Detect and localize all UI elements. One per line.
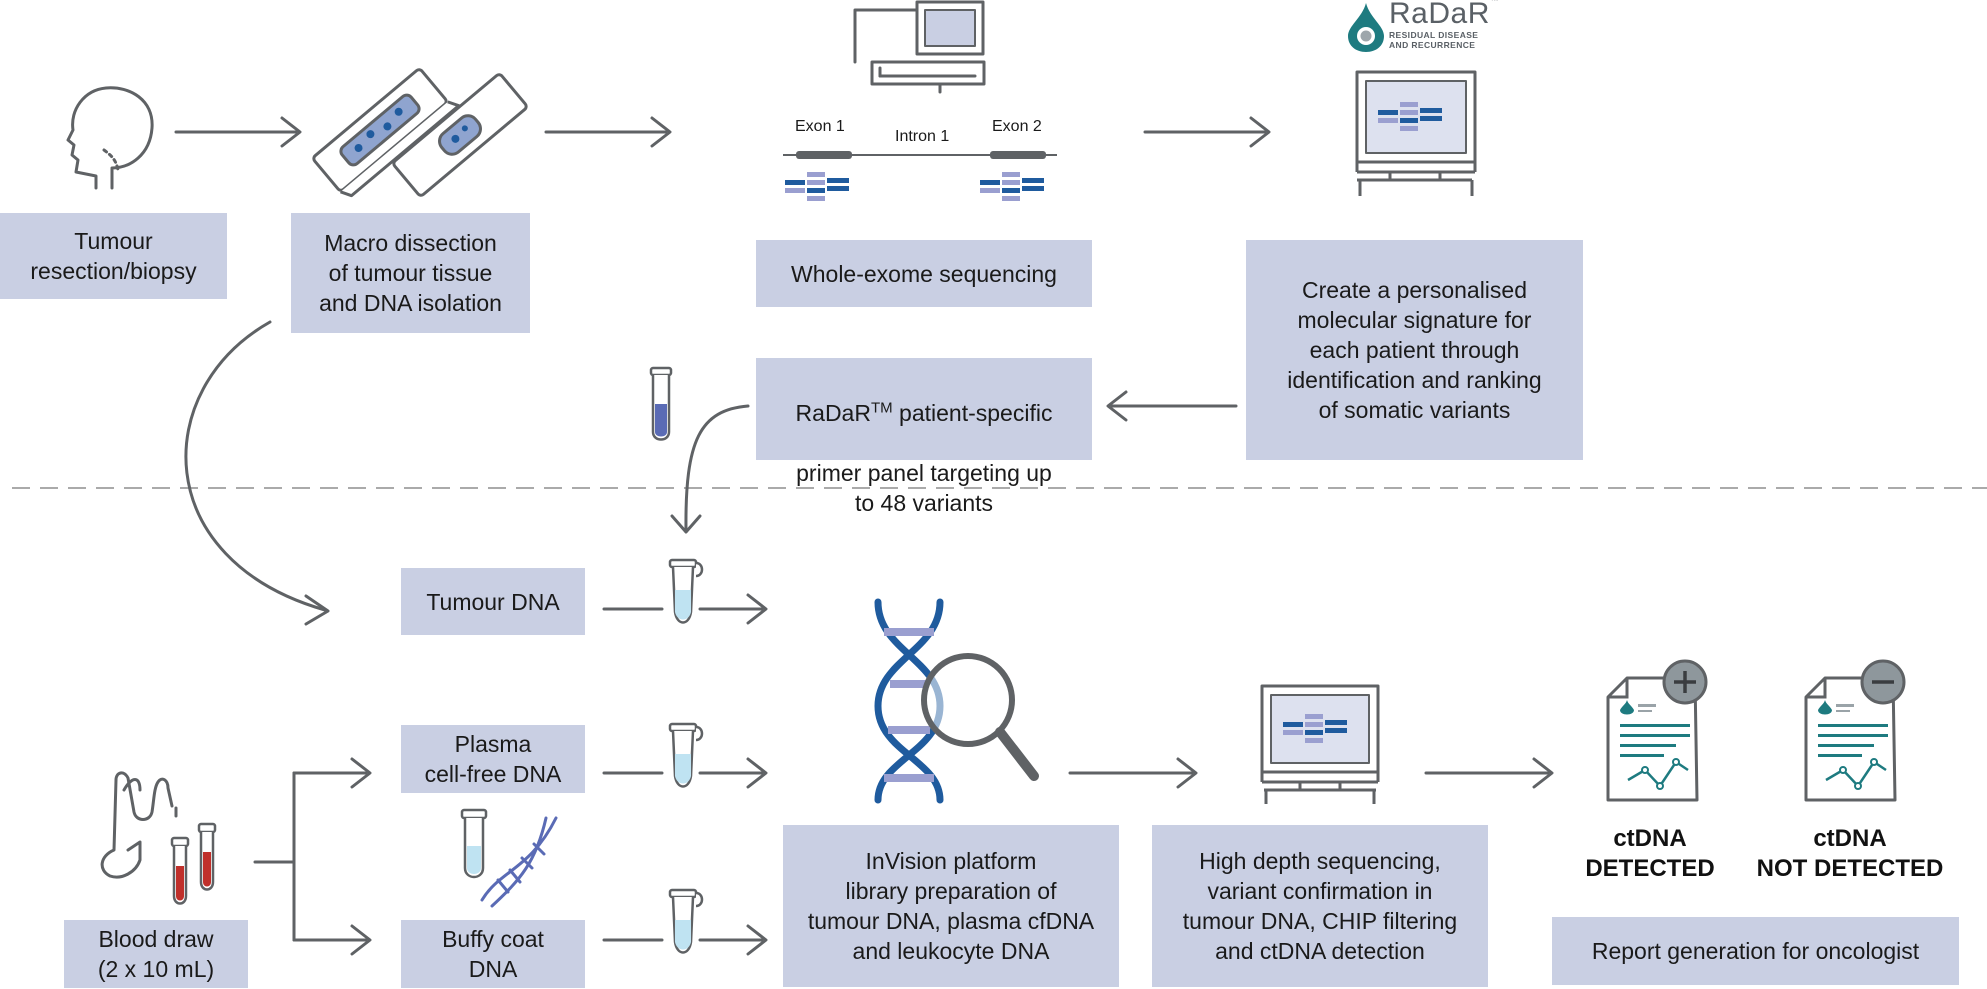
blood-split-arrows [253,757,372,956]
panel-text-rest: primer panel targeting up to 48 variants [796,460,1052,516]
plasma-tube-arrow [602,757,768,789]
microtube-icon [668,722,704,788]
signature-box: Create a personalised molecular signatur… [1246,240,1583,460]
head-profile-icon [66,86,154,190]
brand-tagline: RESIDUAL DISEASE AND RECURRENCE [1389,30,1479,50]
exon1-label: Exon 1 [795,118,845,135]
sequencing-monitor-icon [1260,684,1380,804]
panel-brand: RaDaR [795,400,871,426]
radar-logo-icon [1348,3,1384,52]
whole-exome-box: Whole-exome sequencing [756,240,1092,307]
report-box: Report generation for oncologist [1552,917,1959,985]
plasma-box: Plasma cell-free DNA [401,725,585,793]
primer-tube-icon [649,366,673,441]
report-detected-icon [1606,659,1708,802]
sequencer-computer-icon [853,0,986,94]
report-not-detected-icon [1804,659,1906,802]
tumour-dna-tube-arrow [602,593,768,625]
primer-panel-box: RaDaRTM patient-specific primer panel ta… [756,358,1092,516]
blood-tubes-icon [170,822,217,905]
tube-dna-icon [460,808,558,908]
macro-dissection-box: Macro dissection of tumour tissue and DN… [291,213,530,333]
tumour-dna-box: Tumour DNA [401,568,585,635]
tissue-slides-icon [312,68,528,198]
arrow-resection-to-dissection [174,116,302,148]
panel-text-line1: patient-specific [892,400,1053,426]
arrow-signature-to-panel [1106,390,1238,422]
microtube-icon [668,558,704,624]
gene-structure-icon [783,151,1057,159]
signature-monitor-icon [1355,70,1477,196]
arrow-dissection-to-wes [544,116,672,148]
panel-tm: TM [870,399,893,417]
buffy-coat-box: Buffy coat DNA [401,920,585,988]
arrow-dissection-to-tumour-dna [184,320,330,626]
invision-box: InVision platform library preparation of… [783,825,1119,987]
arrow-invision-to-sequencing [1068,757,1198,789]
ctdna-not-detected-label: ctDNA NOT DETECTED [1756,825,1944,882]
ctdna-detected-label: ctDNA DETECTED [1585,825,1715,882]
intron1-label: Intron 1 [895,128,950,145]
blood-draw-box: Blood draw (2 x 10 mL) [64,920,248,988]
tumour-resection-box: Tumour resection/biopsy [0,213,227,299]
exon2-label: Exon 2 [992,118,1042,135]
blood-draw-icon [100,771,178,879]
high-depth-box: High depth sequencing, variant confirmat… [1152,825,1488,987]
arrow-sequencing-to-report [1424,757,1554,789]
arrow-panel-to-tumour-dna-tube [670,404,750,534]
buffy-tube-arrow [602,924,768,956]
arrow-wes-to-signature [1143,116,1271,148]
brand-name: RaDaR™ [1389,0,1500,30]
dna-magnifier-icon [874,598,1039,804]
microtube-icon [668,888,704,954]
